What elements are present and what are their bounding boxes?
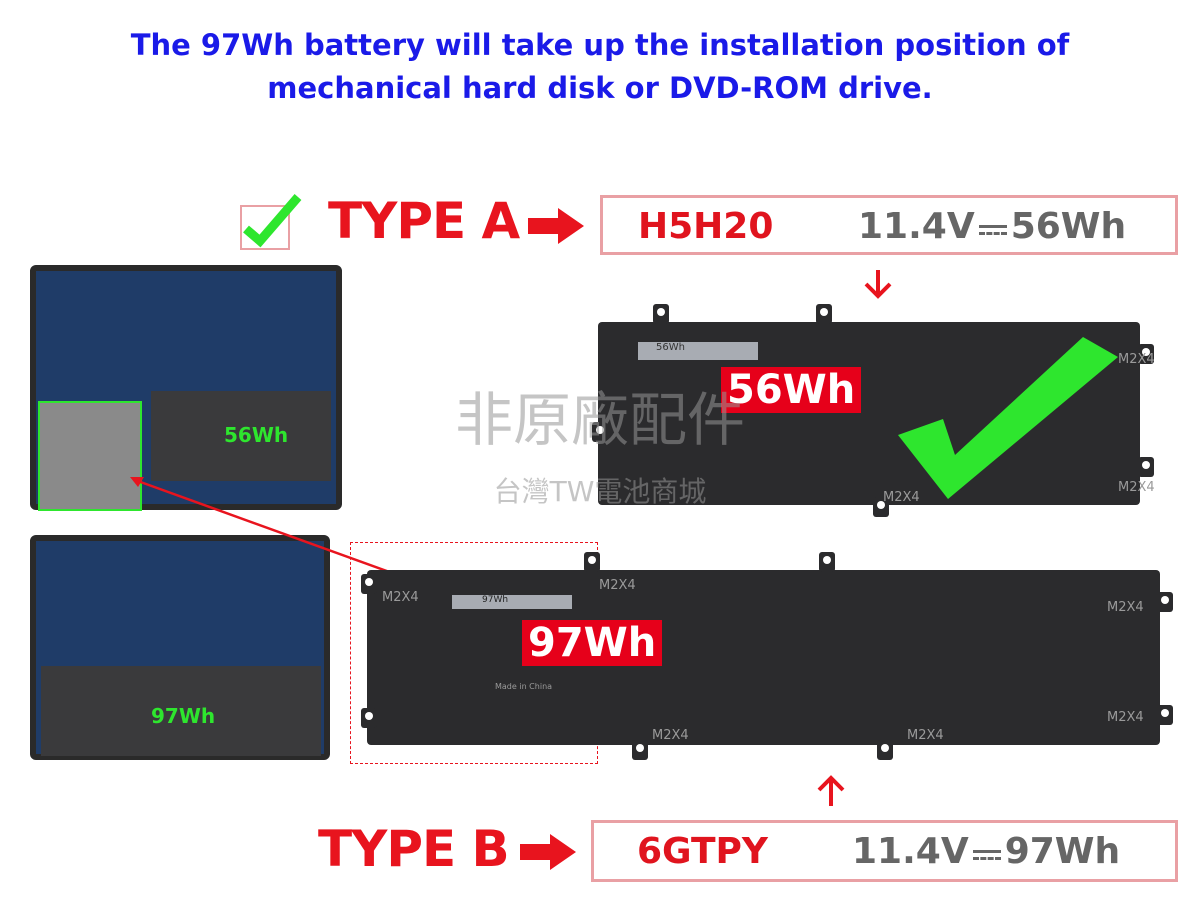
title-line-2: mechanical hard disk or DVD-ROM drive. (267, 71, 933, 105)
screw-label: M2X4 (1118, 352, 1155, 367)
arrow-right-icon (528, 208, 584, 244)
title-line-1: The 97Wh battery will take up the instal… (130, 28, 1070, 62)
laptop-a-label: 56Wh (224, 423, 289, 447)
arrow-up-icon (817, 775, 845, 806)
type-b-code: 6GTPY (637, 831, 768, 872)
type-b-spec: 11.4V 97Wh (852, 831, 1120, 872)
type-a-spec: 11.4V 56Wh (858, 206, 1126, 247)
battery-b-image: 97Wh 97Wh M2X4 M2X4 M2X4 M2X4 M2X4 M2X4 … (361, 552, 1173, 760)
type-a-voltage: 11.4V (858, 206, 975, 247)
type-b-spec-box: 6GTPY 11.4V 97Wh (591, 820, 1178, 882)
big-check-icon (898, 337, 1118, 499)
battery-a-image: 56Wh 56Wh M2X4 M2X4 M2X4 (592, 304, 1155, 517)
type-a-capacity: 56Wh (1010, 206, 1127, 247)
battery-b-label: 97Wh (452, 595, 572, 609)
screw-label: M2X4 (907, 728, 944, 743)
screw-label: M2X4 (652, 728, 689, 743)
screw-label: M2X4 (599, 578, 636, 593)
check-icon (240, 194, 302, 250)
laptop-b-image: 97Wh (30, 535, 330, 760)
battery-a-label: 56Wh (638, 342, 758, 360)
type-a-code: H5H20 (638, 206, 774, 247)
screw-label: M2X4 (883, 490, 920, 505)
arrow-down-icon (864, 270, 892, 299)
screw-label: M2X4 (382, 590, 419, 605)
screw-label: M2X4 (1118, 480, 1155, 495)
made-in-text: Made in China (495, 682, 553, 691)
screw-label: M2X4 (1107, 710, 1144, 725)
battery-b-callout: 97Wh (522, 620, 663, 666)
type-a-spec-box: H5H20 11.4V 56Wh (600, 195, 1178, 255)
battery-a-callout: 56Wh (721, 367, 862, 413)
type-b-capacity: 97Wh (1004, 831, 1121, 872)
watermark-sub: 台灣TW電池商城 (493, 475, 707, 508)
laptop-a-image: 56Wh (30, 265, 342, 511)
laptop-b-label: 97Wh (151, 704, 216, 728)
arrow-right-icon (520, 834, 576, 870)
type-b-label: TYPE B (318, 820, 510, 878)
type-a-label: TYPE A (328, 192, 520, 250)
watermark: 非原廠配件 (454, 386, 745, 454)
screw-label: M2X4 (1107, 600, 1144, 615)
page-title: The 97Wh battery will take up the instal… (0, 24, 1200, 110)
type-b-voltage: 11.4V (852, 831, 969, 872)
